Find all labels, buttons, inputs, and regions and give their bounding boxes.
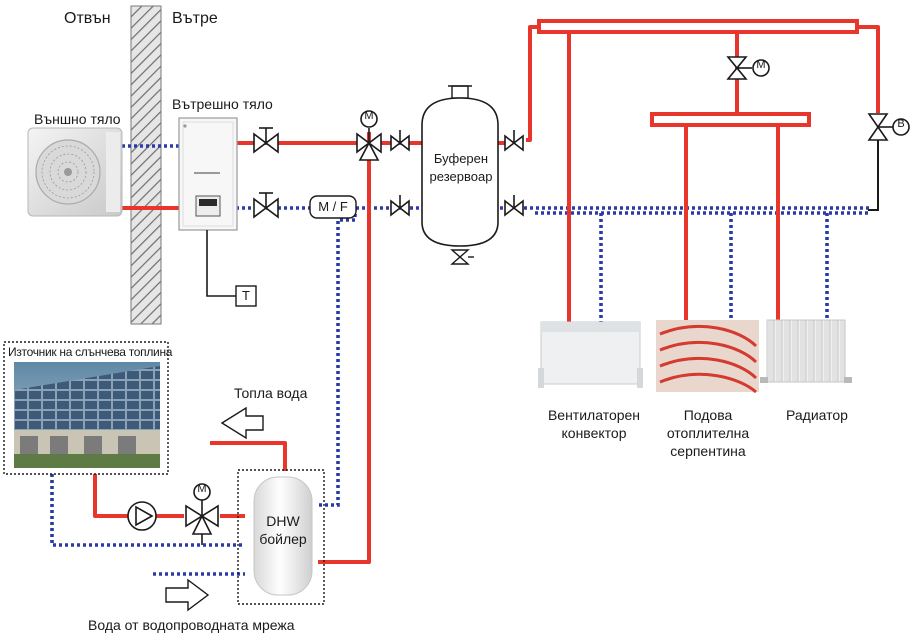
circulation-pump — [127, 501, 157, 531]
dhw-tank — [253, 476, 313, 596]
label-radiator: Радиатор — [786, 407, 848, 423]
label-solar-source: Източник на слънчева топлина — [8, 345, 173, 359]
label-buffer-tank-line2: резервоар — [429, 169, 493, 184]
check-valve-return-out — [504, 195, 524, 217]
check-valve-return-in — [390, 195, 410, 217]
valves — [185, 56, 910, 535]
label-buffer-tank-line1: Буферен — [433, 151, 489, 166]
label-fan-convector: Вентилаторен конвектор — [544, 406, 644, 442]
label-floor-heating-line2: отоплителна — [666, 425, 750, 441]
mains-water-arrow — [165, 578, 210, 612]
shutoff-valve-supply — [253, 127, 279, 154]
buffer-tank — [421, 85, 499, 265]
motor-symbol-floor: M — [756, 59, 766, 71]
label-hot-water: Топла вода — [234, 385, 308, 401]
bypass-return-line — [868, 140, 879, 211]
shutoff-valve-return — [253, 192, 279, 219]
check-valve-supply-out — [504, 130, 524, 152]
label-fan-convector-line1: Вентилаторен — [547, 407, 641, 423]
main-manifold — [537, 19, 859, 34]
motor-symbol-solar: M — [197, 483, 207, 495]
building-wall — [130, 5, 162, 325]
label-dhw-boiler: DHW бойлер — [254, 512, 312, 548]
indoor-unit — [178, 117, 238, 231]
label-dhw-line2: бойлер — [259, 531, 307, 547]
label-dhw-line1: DHW — [266, 513, 300, 529]
hot-water-arrow — [220, 406, 264, 440]
thermostat-wire — [206, 230, 236, 297]
label-buffer-tank: Буферен резервоар — [424, 150, 498, 186]
label-floor-heating-line3: серпентина — [670, 443, 746, 459]
thermostat-box — [235, 285, 257, 307]
solar-photo — [3, 341, 169, 475]
label-floor-heating-line1: Подова — [683, 407, 733, 423]
bypass-symbol: B — [897, 118, 905, 130]
label-outside: Отвън — [64, 10, 111, 27]
bypass-valve — [867, 113, 910, 141]
mixing-fitting-box — [309, 195, 357, 219]
label-inside: Вътре — [172, 10, 218, 27]
label-mixing-fitting: M / F — [318, 199, 348, 214]
label-fan-convector-line2: конвектор — [561, 425, 627, 441]
label-indoor-unit: Вътрешно тяло — [172, 96, 273, 112]
label-thermostat: T — [242, 288, 250, 303]
fan-convector — [538, 321, 643, 388]
outdoor-unit — [27, 127, 123, 217]
floor-manifold — [650, 112, 811, 127]
dhw-enclosure — [237, 469, 325, 605]
motorized-three-way-valve — [356, 110, 382, 161]
return-pipes — [50, 144, 870, 576]
check-valve-supply-in — [390, 130, 410, 152]
radiator — [760, 319, 852, 383]
floor-heating-coil — [656, 320, 759, 394]
motorized-valve-floor — [726, 56, 770, 80]
motor-symbol-3way: M — [364, 110, 374, 122]
label-mains-water: Вода от водопроводната мрежа — [88, 617, 295, 633]
label-floor-heating: Подова отоплителна серпентина — [658, 406, 758, 460]
label-outdoor-unit: Външно тяло — [34, 111, 121, 127]
